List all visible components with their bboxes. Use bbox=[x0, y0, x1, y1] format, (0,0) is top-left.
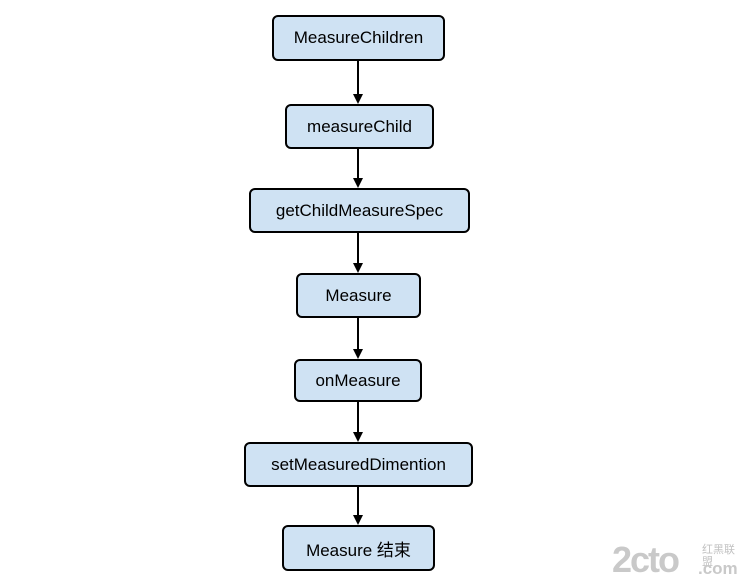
node-label: onMeasure bbox=[315, 370, 401, 390]
node-get-child-measure-spec: getChildMeasureSpec bbox=[249, 188, 470, 233]
node-label: setMeasuredDimention bbox=[271, 454, 446, 474]
watermark-big-text: 2cto bbox=[612, 539, 680, 580]
node-set-measured-dimention: setMeasuredDimention bbox=[244, 442, 473, 487]
node-label: Measure 结束 bbox=[306, 540, 411, 560]
node-label: MeasureChildren bbox=[293, 28, 424, 47]
node-measure-child: measureChild bbox=[285, 104, 434, 149]
site-watermark-logo: 2cto 红黑联盟 .com bbox=[612, 540, 742, 580]
watermark-small-bottom-text: .com bbox=[698, 559, 738, 578]
node-label: getChildMeasureSpec bbox=[275, 200, 444, 220]
node-on-measure: onMeasure bbox=[294, 359, 422, 402]
node-measure: Measure bbox=[296, 273, 421, 318]
node-measure-children: MeasureChildren bbox=[272, 15, 445, 61]
node-label: measureChild bbox=[307, 116, 412, 136]
node-measure-end: Measure 结束 bbox=[282, 525, 435, 571]
node-label: Measure bbox=[325, 285, 392, 305]
watermark-small-top-text: 红黑联盟 bbox=[702, 544, 735, 568]
